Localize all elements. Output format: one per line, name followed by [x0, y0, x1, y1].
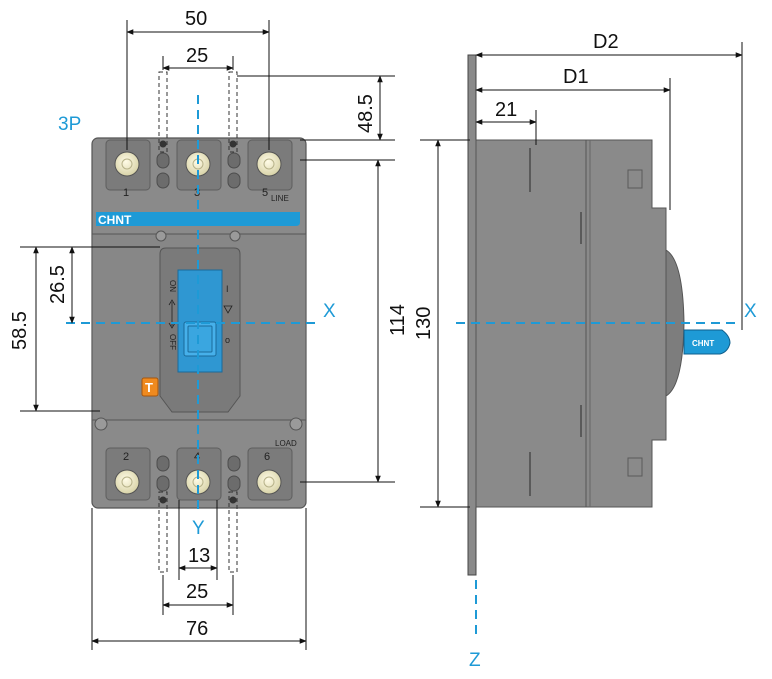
- handle-brand: CHNT: [692, 339, 714, 348]
- terminal-number-1: 1: [123, 187, 129, 199]
- dim-depth-21: 21: [495, 99, 517, 121]
- busbar-bottom-holes: [159, 496, 237, 504]
- side-dimension-lines: [420, 42, 743, 508]
- dim-top-height: 48.5: [355, 94, 377, 133]
- slot-ovals-bottom: [156, 455, 241, 492]
- side-handle[interactable]: [683, 329, 731, 355]
- x-axis-label-front: X: [323, 301, 336, 322]
- terminal-screw-inner: [263, 476, 275, 488]
- dim-left-lower: 26.5: [47, 265, 69, 304]
- dim-side-height: 130: [413, 307, 435, 340]
- dim-bottom-pitch: 25: [186, 581, 208, 603]
- toggle-slot: [177, 269, 223, 373]
- terminal-screw-inner: [121, 476, 133, 488]
- on-symbol: I: [226, 284, 229, 294]
- toggle-handle-grip: [187, 325, 213, 353]
- pole-code-label: 3P: [58, 114, 81, 135]
- terminal-screw-2: [114, 469, 140, 495]
- mounting-plate: [467, 54, 477, 576]
- y-axis-label: Y: [192, 518, 205, 539]
- cover-screw: [94, 417, 108, 431]
- front-view: 1 3 5 LINE 2 4 6 LOAD CHNT ON OFF I o: [66, 71, 320, 573]
- side-view: CHNT: [456, 54, 740, 640]
- load-label: LOAD: [275, 439, 297, 448]
- terminal-number-2: 2: [123, 451, 129, 463]
- busbar-top-holes: [159, 140, 237, 148]
- side-ribs: [529, 148, 582, 496]
- busbar-bottom: [158, 491, 238, 573]
- z-axis-label: Z: [469, 650, 481, 671]
- side-notch: [627, 457, 643, 477]
- dim-top-pitch: 25: [186, 45, 208, 67]
- line-label: LINE: [271, 194, 289, 203]
- side-notch: [627, 169, 643, 189]
- terminal-number-6: 6: [264, 451, 270, 463]
- terminal-screw-inner: [121, 158, 133, 170]
- busbar-top: [158, 71, 238, 153]
- brand-logo: CHNT: [98, 213, 132, 227]
- terminal-screw-6: [256, 469, 282, 495]
- terminal-screw-5: [256, 151, 282, 177]
- trip-badge: [141, 377, 159, 397]
- on-label: ON: [168, 280, 177, 292]
- terminal-screw-inner: [263, 158, 275, 170]
- cover-screw: [155, 230, 167, 242]
- terminal-screw-1: [114, 151, 140, 177]
- terminal-number-5: 5: [262, 187, 268, 199]
- front-dimension-lines: [20, 20, 395, 650]
- dim-top-pole-span: 50: [185, 8, 207, 30]
- dim-left-upper: 58.5: [9, 311, 31, 350]
- dim-bottom-small: 13: [188, 545, 210, 567]
- slot-ovals-top: [156, 152, 241, 189]
- cover-screw: [229, 230, 241, 242]
- off-label: OFF: [168, 334, 177, 350]
- cover-screw: [289, 417, 303, 431]
- x-axis-label-side: X: [744, 301, 757, 322]
- trip-badge-label: T: [145, 380, 153, 395]
- dim-body-height: 114: [387, 304, 409, 336]
- dim-depth-d2: D2: [593, 31, 619, 53]
- dim-body-width: 76: [186, 618, 208, 640]
- off-symbol: o: [225, 335, 230, 345]
- dim-depth-d1: D1: [563, 66, 589, 88]
- trip-triangle-icon: [223, 305, 233, 314]
